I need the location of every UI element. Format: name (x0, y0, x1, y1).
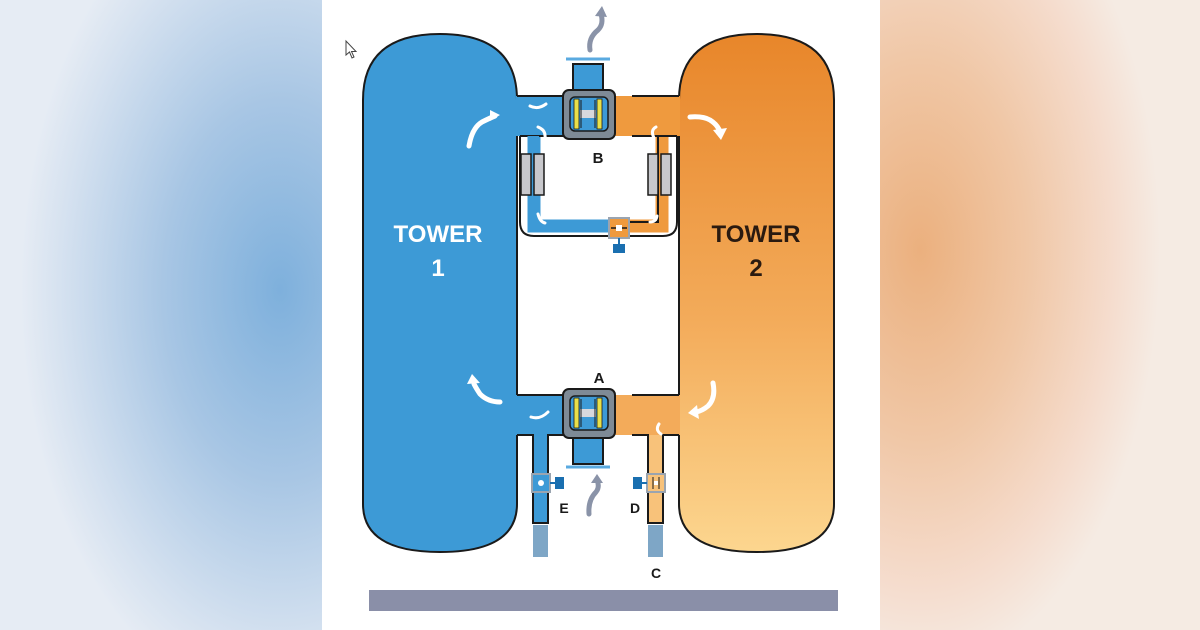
purge-orifice-right (647, 153, 672, 196)
valve-a (562, 388, 616, 469)
tower-1-label-line1: TOWER (394, 221, 483, 248)
tower-1-label-line2: 1 (431, 255, 444, 282)
valve-e-label: E (559, 500, 568, 516)
tower-2-label-line1: TOWER (712, 221, 801, 248)
background-right-orange-gradient (880, 0, 1200, 630)
valve-d-label: D (630, 500, 640, 516)
flow-arrow-icon (467, 374, 503, 405)
valve-b (562, 57, 616, 140)
flow-arrow-icon (528, 102, 663, 436)
base-bar (369, 590, 838, 611)
inlet-arrow-icon (586, 474, 603, 517)
mouse-cursor-icon (345, 39, 358, 59)
valve-b-label: B (593, 150, 604, 167)
drain-c-label: C (651, 565, 661, 581)
tower-1 (362, 32, 518, 554)
background-left-blue-gradient (0, 0, 322, 630)
purge-valve (608, 217, 630, 253)
flow-arrow-icon (466, 110, 500, 149)
purge-orifice-left (520, 153, 545, 196)
flow-arrow-icon (687, 114, 727, 140)
flow-arrow-icon (688, 380, 717, 419)
exhaust-arrow-icon (587, 6, 607, 53)
valve-a-label: A (594, 370, 605, 387)
tower-2-label-line2: 2 (749, 255, 762, 282)
tower-2 (678, 32, 835, 554)
drain-valve-d (633, 473, 666, 493)
drain-valve-e (531, 473, 564, 493)
